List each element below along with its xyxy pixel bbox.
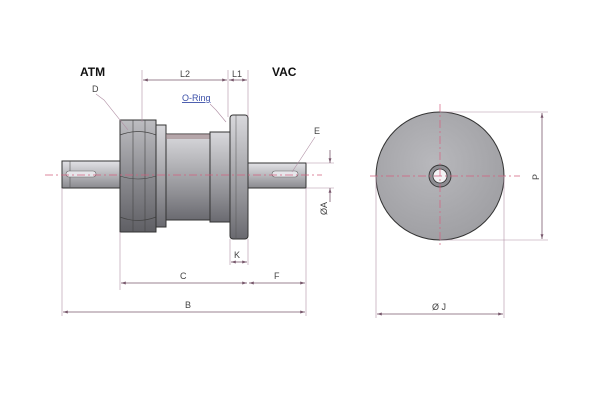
dim-c: C [180,271,187,281]
dim-l2: L2 [180,69,190,79]
body-step [209,131,231,223]
callout-o-ring: O-Ring [182,93,211,103]
left-shaft-keyway [65,170,97,178]
dim-p: P [531,174,541,180]
vac-label: VAC [272,65,297,79]
hex-nut [119,119,157,233]
atm-label: ATM [80,65,105,79]
callout-d: D [92,84,99,94]
end-view: P Ø J [370,104,548,318]
dim-f: F [274,271,280,281]
right-shaft-keyway [271,170,299,178]
side-view: ATM VAC D O-Ring E L2 L1 ØA K [45,65,334,316]
dim-b: B [185,300,191,310]
thread-washer [155,124,167,228]
dim-l1: L1 [232,69,242,79]
dim-k: K [234,250,240,260]
flange [229,114,249,240]
dim-a: ØA [319,202,329,215]
callout-e: E [314,126,320,136]
main-body [165,133,211,221]
dim-j: Ø J [432,302,446,312]
